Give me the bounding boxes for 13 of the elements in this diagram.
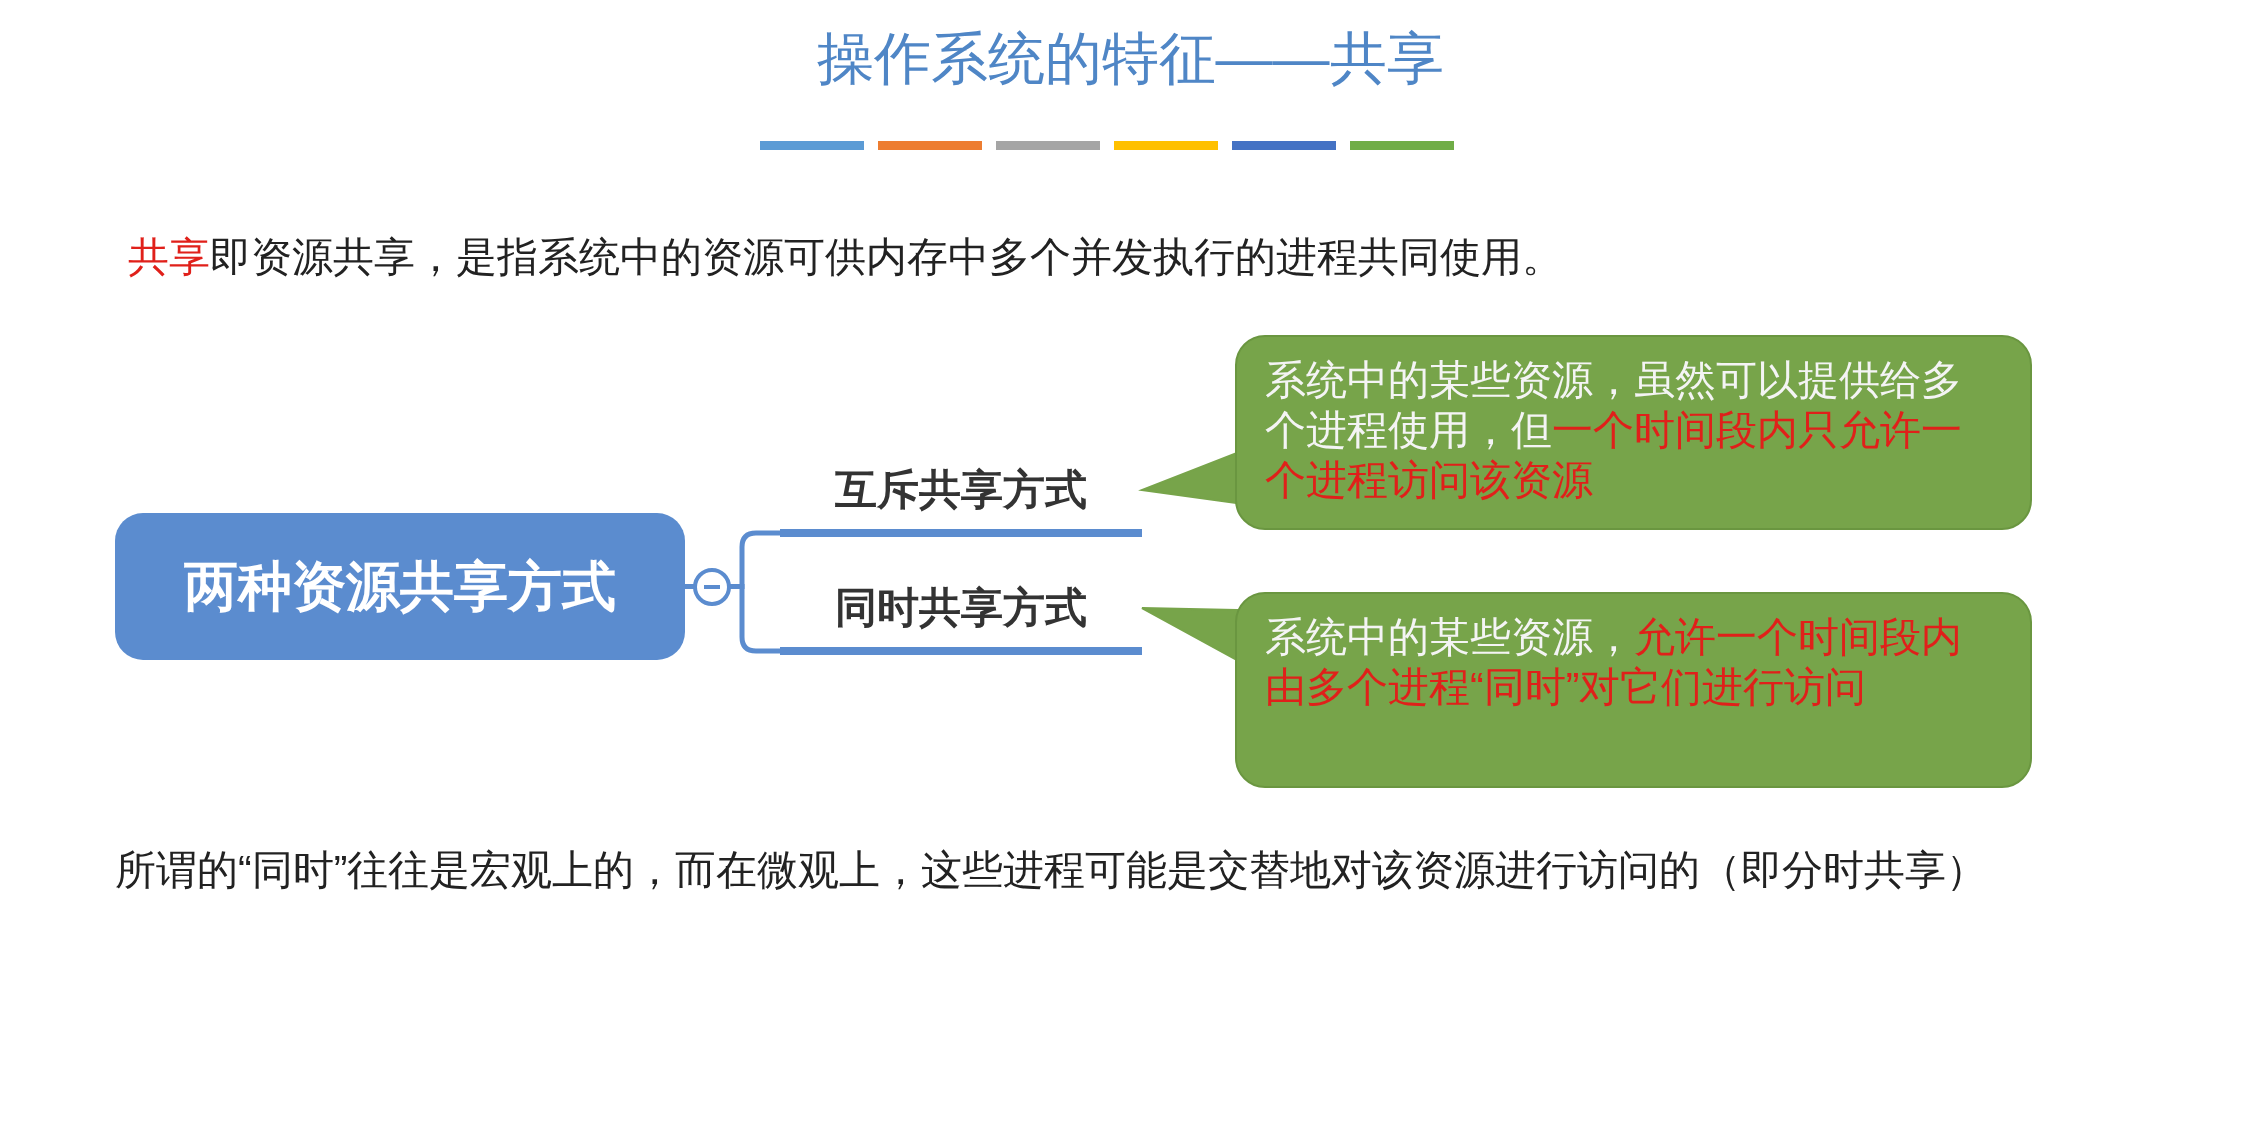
branch-text: 同时共享方式 — [835, 583, 1087, 633]
callout-text: 系统中的某些资源，虽然可以提供给多个进程使用，但一个时间段内只允许一个进程访问该资源 — [1265, 356, 1963, 505]
callout-box — [1235, 335, 2032, 530]
topic-text: 两种资源共享方式 — [184, 555, 616, 618]
note-text: 所谓的“同时”往往是宏观上的，而在微观上，这些进程可能是交替地对该资源进行访问的（即分时共享） — [115, 846, 1989, 895]
callout-pointer — [1141, 607, 1238, 662]
callout-pointer — [1138, 451, 1238, 505]
definition-text: 共享即资源共享，是指系统中的资源可供内存中多个并发执行的进程共同使用。 — [128, 233, 1564, 282]
topic-box — [115, 513, 685, 660]
slide-title: 操作系统的特征——共享 — [815, 30, 1445, 87]
callout-box — [1235, 592, 2032, 788]
branch-text: 互斥共享方式 — [835, 465, 1087, 515]
callout-text: 系统中的某些资源，允许一个时间段内由多个进程“同时”对它们进行访问 — [1265, 613, 1963, 712]
